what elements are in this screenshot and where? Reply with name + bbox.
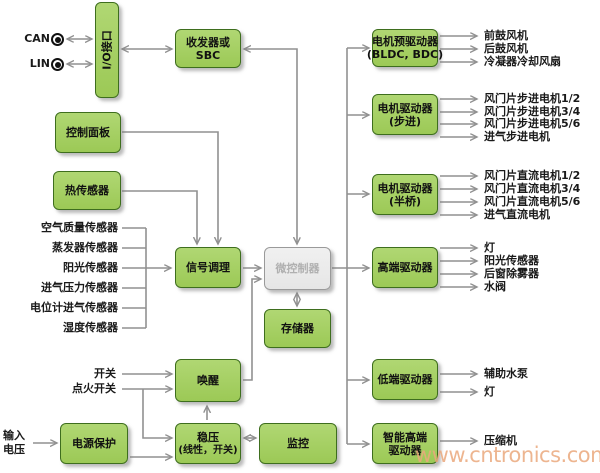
output-label: 进气步进电机 [484,130,550,143]
box-memory: 存储器 [264,309,331,348]
wakeup-label: 唤醒 [197,374,219,387]
input-voltage-line1: 输入 [3,429,25,442]
output-label: 风门片步进电机5/6 [484,117,581,130]
lin-port-icon [51,58,64,71]
box-microcontroller: 微控制器 [264,247,331,290]
sensor-label: 阳光传感器 [63,261,118,274]
input-voltage-line2: 电压 [3,443,25,456]
driver-label-line2: 驱动器 [388,443,422,457]
box-smart-highside-driver: 智能高端 驱动器 [372,423,438,464]
thermal-sensor-label: 热传感器 [65,184,109,197]
input-voltage-label: 输入 电压 [3,429,25,457]
switch-label: 开关 [94,367,116,380]
sensor-label: 空气质量传感器 [41,221,118,234]
power-protection-label: 电源保护 [72,437,116,450]
box-transceiver-sbc: 收发器或 SBC [175,29,241,68]
box-thermal-sensor: 热传感器 [53,171,121,210]
box-control-panel: 控制面板 [55,112,121,153]
control-panel-label: 控制面板 [66,126,110,139]
box-motor-driver-halfbridge: 电机驱动器 (半桥) [372,174,438,215]
output-label: 风门片直流电机3/4 [484,182,581,195]
output-label: 后鼓风机 [484,42,528,55]
box-motor-driver-stepper: 电机驱动器 (步进) [372,94,438,135]
sensor-label: 蒸发器传感器 [52,241,118,254]
output-label: 风门片步进电机1/2 [484,92,581,105]
output-label: 辅助水泵 [484,367,528,380]
transceiver-label-line2: SBC [195,48,221,62]
io-interface-label: I/O接口 [100,30,114,70]
ignition-switch-label: 点火开关 [72,382,116,395]
box-io-interface: I/O接口 [95,2,119,98]
output-label: 阳光传感器 [484,254,539,267]
driver-label-line1: 电机驱动器 [377,101,433,115]
output-label: 风门片直流电机5/6 [484,195,581,208]
watermark: www.cntronics.com [415,443,600,467]
box-signal-conditioning: 信号调理 [175,247,241,288]
output-label: 风门片步进电机3/4 [484,105,581,118]
signal-conditioning-label: 信号调理 [186,261,230,274]
driver-label-line1: 电机驱动器 [377,181,433,195]
driver-label-line1: 电机预驱动器 [372,35,438,48]
box-power-protection: 电源保护 [60,423,128,464]
driver-label-line1: 高端驱动器 [377,261,433,274]
regulator-label-line2: (线性，开关) [178,444,238,456]
sensor-label: 电位计进气传感器 [30,301,118,314]
memory-label: 存储器 [281,322,314,335]
output-label: 前鼓风机 [484,29,528,42]
output-label: 冷凝器冷却风扇 [484,55,561,68]
box-motor-predriver: 电机预驱动器 (BLDC, BDC) [367,29,443,67]
can-port-icon [51,33,64,46]
output-label: 进气直流电机 [484,208,550,221]
box-wakeup: 唤醒 [175,359,241,402]
box-monitor: 监控 [259,423,337,464]
can-label: CAN [24,32,50,45]
output-label: 水阀 [484,280,506,293]
driver-label-line1: 智能高端 [383,430,427,444]
driver-label-line2: (半桥) [388,194,422,208]
output-label: 风门片直流电机1/2 [484,169,581,182]
driver-label-line2: (步进) [388,114,422,128]
transceiver-label-line1: 收发器或 [186,35,230,49]
sensor-label: 进气压力传感器 [41,281,118,294]
monitor-label: 监控 [287,437,309,450]
box-regulator: 稳压 (线性，开关) [175,423,241,464]
box-highside-driver: 高端驱动器 [372,247,438,288]
lin-label: LIN [29,57,50,70]
regulator-label-line1: 稳压 [197,430,219,444]
sensor-label: 湿度传感器 [63,321,118,334]
output-label: 压缩机 [484,434,517,447]
microcontroller-label: 微控制器 [275,262,320,275]
output-label: 灯 [484,241,495,254]
output-label: 后窗除雾器 [484,267,539,280]
driver-label-line1: 低端驱动器 [377,373,433,386]
driver-label-line2: (BLDC, BDC) [366,48,444,61]
box-lowside-driver: 低端驱动器 [372,359,438,400]
output-label: 灯 [484,385,495,398]
